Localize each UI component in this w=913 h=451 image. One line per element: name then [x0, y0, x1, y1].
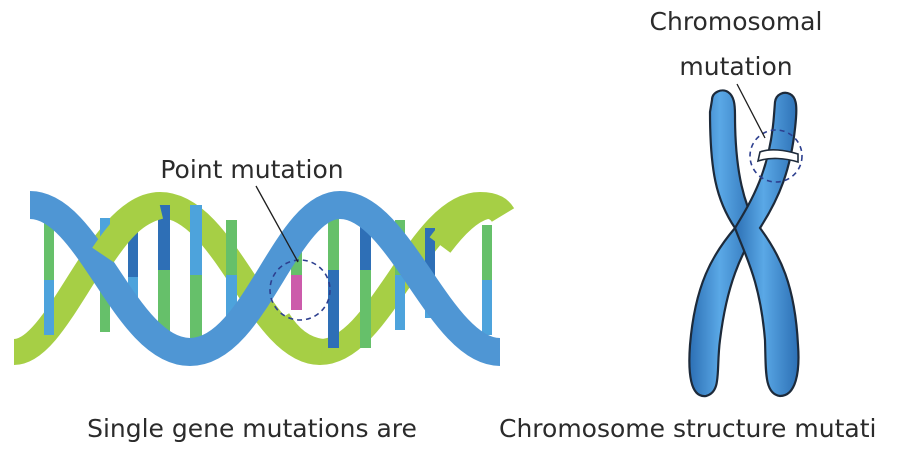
base-pair	[360, 205, 371, 270]
base-pair	[395, 275, 405, 330]
base-pair	[44, 220, 54, 280]
base-pair	[425, 228, 435, 278]
base-pair	[328, 270, 339, 348]
point-mutation-label: Point mutation	[160, 155, 343, 184]
base-pair	[482, 225, 492, 280]
chromatid-right	[733, 91, 800, 398]
base-pair	[226, 275, 237, 325]
chromosomal-mutation-circle	[749, 129, 803, 183]
base-pair	[190, 205, 202, 275]
base-pair	[226, 220, 237, 275]
mutated-base	[291, 275, 302, 310]
dna-green-strand-front	[429, 193, 491, 253]
chromatid-left	[688, 89, 759, 398]
caption-single-gene: Single gene mutations are	[87, 414, 417, 443]
base-pair	[190, 275, 202, 345]
base-pair	[158, 270, 170, 342]
base-pair	[100, 276, 110, 332]
dna-blue-strand	[28, 190, 502, 367]
dna-green-strand-front	[92, 193, 164, 263]
chromosomal-mutation-label-line2: mutation	[679, 52, 792, 81]
base-pair	[328, 205, 339, 270]
dna-double-helix	[11, 190, 515, 367]
chromosomal-mutation-pointer	[736, 83, 766, 139]
point-mutation-pointer	[255, 185, 299, 263]
base-pair	[482, 280, 492, 335]
chromosome	[688, 89, 803, 398]
chromosome-break	[756, 149, 799, 164]
chromosomal-mutation-label-line1: Chromosomal	[650, 7, 823, 36]
base-pair	[360, 270, 371, 348]
base-pair	[44, 280, 54, 335]
base-pair	[158, 205, 170, 270]
caption-chromosome-structure: Chromosome structure mutati	[499, 414, 876, 443]
point-mutation-circle	[269, 259, 331, 321]
base-pair	[128, 222, 138, 277]
dna-green-strand-front	[266, 312, 325, 365]
